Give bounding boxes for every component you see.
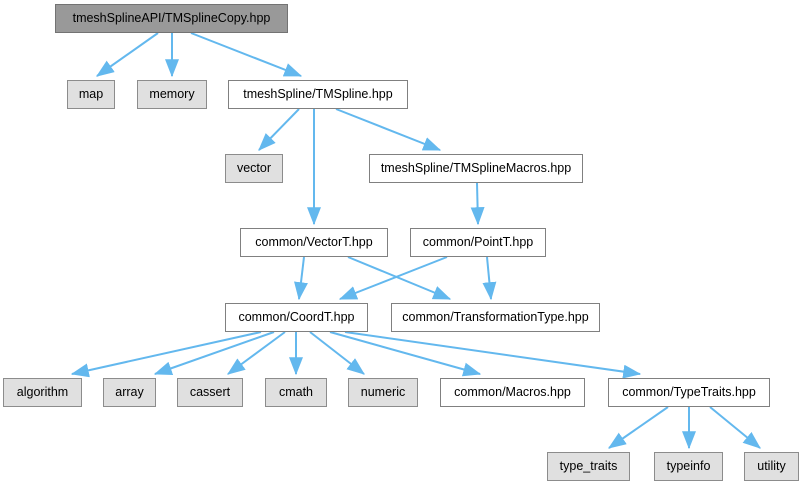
node-root: tmeshSplineAPI/TMSplineCopy.hpp [55, 4, 288, 33]
node-label: typeinfo [666, 459, 711, 474]
edge-root-to-tmspline [190, 32, 303, 77]
edge-coordt-to-cassert [227, 331, 286, 375]
node-label: numeric [360, 385, 406, 400]
node-label: tmeshSplineAPI/TMSplineCopy.hpp [72, 11, 271, 26]
edge-typetrait-to-type_tr [608, 406, 669, 449]
node-transform[interactable]: common/TransformationType.hpp [391, 303, 600, 332]
edge-pointt-to-coordt [338, 256, 448, 300]
edge-coordt-to-array [153, 331, 275, 376]
node-macrosh[interactable]: tmeshSpline/TMSplineMacros.hpp [369, 154, 583, 183]
edge-group [70, 32, 761, 450]
node-numeric[interactable]: numeric [348, 378, 418, 407]
edge-pointt-to-transform [482, 256, 497, 301]
edge-vectort-to-coordt [294, 256, 308, 301]
node-tmspline[interactable]: tmeshSpline/TMSpline.hpp [228, 80, 408, 109]
node-algorithm[interactable]: algorithm [3, 378, 82, 407]
edge-coordt-to-macros [329, 331, 482, 377]
node-label: cassert [189, 385, 231, 400]
node-label: common/Macros.hpp [454, 385, 571, 400]
node-macros[interactable]: common/Macros.hpp [440, 378, 585, 407]
node-array[interactable]: array [103, 378, 156, 407]
node-label: type_traits [559, 459, 618, 474]
edge-coordt-to-typetrait [344, 331, 642, 379]
node-label: cmath [278, 385, 314, 400]
node-cassert[interactable]: cassert [177, 378, 243, 407]
node-label: common/VectorT.hpp [255, 235, 373, 250]
node-typetrait[interactable]: common/TypeTraits.hpp [608, 378, 770, 407]
node-type_tr[interactable]: type_traits [547, 452, 630, 481]
node-map[interactable]: map [67, 80, 115, 109]
node-label: memory [149, 87, 195, 102]
node-coordt[interactable]: common/CoordT.hpp [225, 303, 368, 332]
node-label: utility [757, 459, 786, 474]
node-label: array [115, 385, 144, 400]
edge-tmspline-to-macrosh [335, 108, 442, 151]
edge-macrosh-to-pointt [470, 182, 485, 226]
edge-coordt-to-numeric [309, 331, 365, 375]
node-label: tmeshSpline/TMSplineMacros.hpp [380, 161, 572, 176]
node-label: tmeshSpline/TMSpline.hpp [243, 87, 393, 102]
node-vectort[interactable]: common/VectorT.hpp [240, 228, 388, 257]
node-label: common/PointT.hpp [422, 235, 534, 250]
node-label: map [78, 87, 104, 102]
edge-vectort-to-transform [347, 256, 452, 300]
edge-coordt-to-algorithm [70, 331, 262, 378]
node-label: algorithm [16, 385, 69, 400]
node-pointt[interactable]: common/PointT.hpp [410, 228, 546, 257]
node-vector[interactable]: vector [225, 154, 283, 183]
node-memory[interactable]: memory [137, 80, 207, 109]
node-typeinfo[interactable]: typeinfo [654, 452, 723, 481]
node-cmath[interactable]: cmath [265, 378, 327, 407]
node-label: common/CoordT.hpp [238, 310, 355, 325]
edge-tmspline-to-vector [258, 108, 300, 151]
edge-root-to-map [96, 32, 159, 77]
node-label: common/TransformationType.hpp [402, 310, 589, 325]
node-label: common/TypeTraits.hpp [622, 385, 756, 400]
node-utility[interactable]: utility [744, 452, 799, 481]
edge-typetrait-to-utility [709, 406, 761, 449]
node-label: vector [236, 161, 272, 176]
